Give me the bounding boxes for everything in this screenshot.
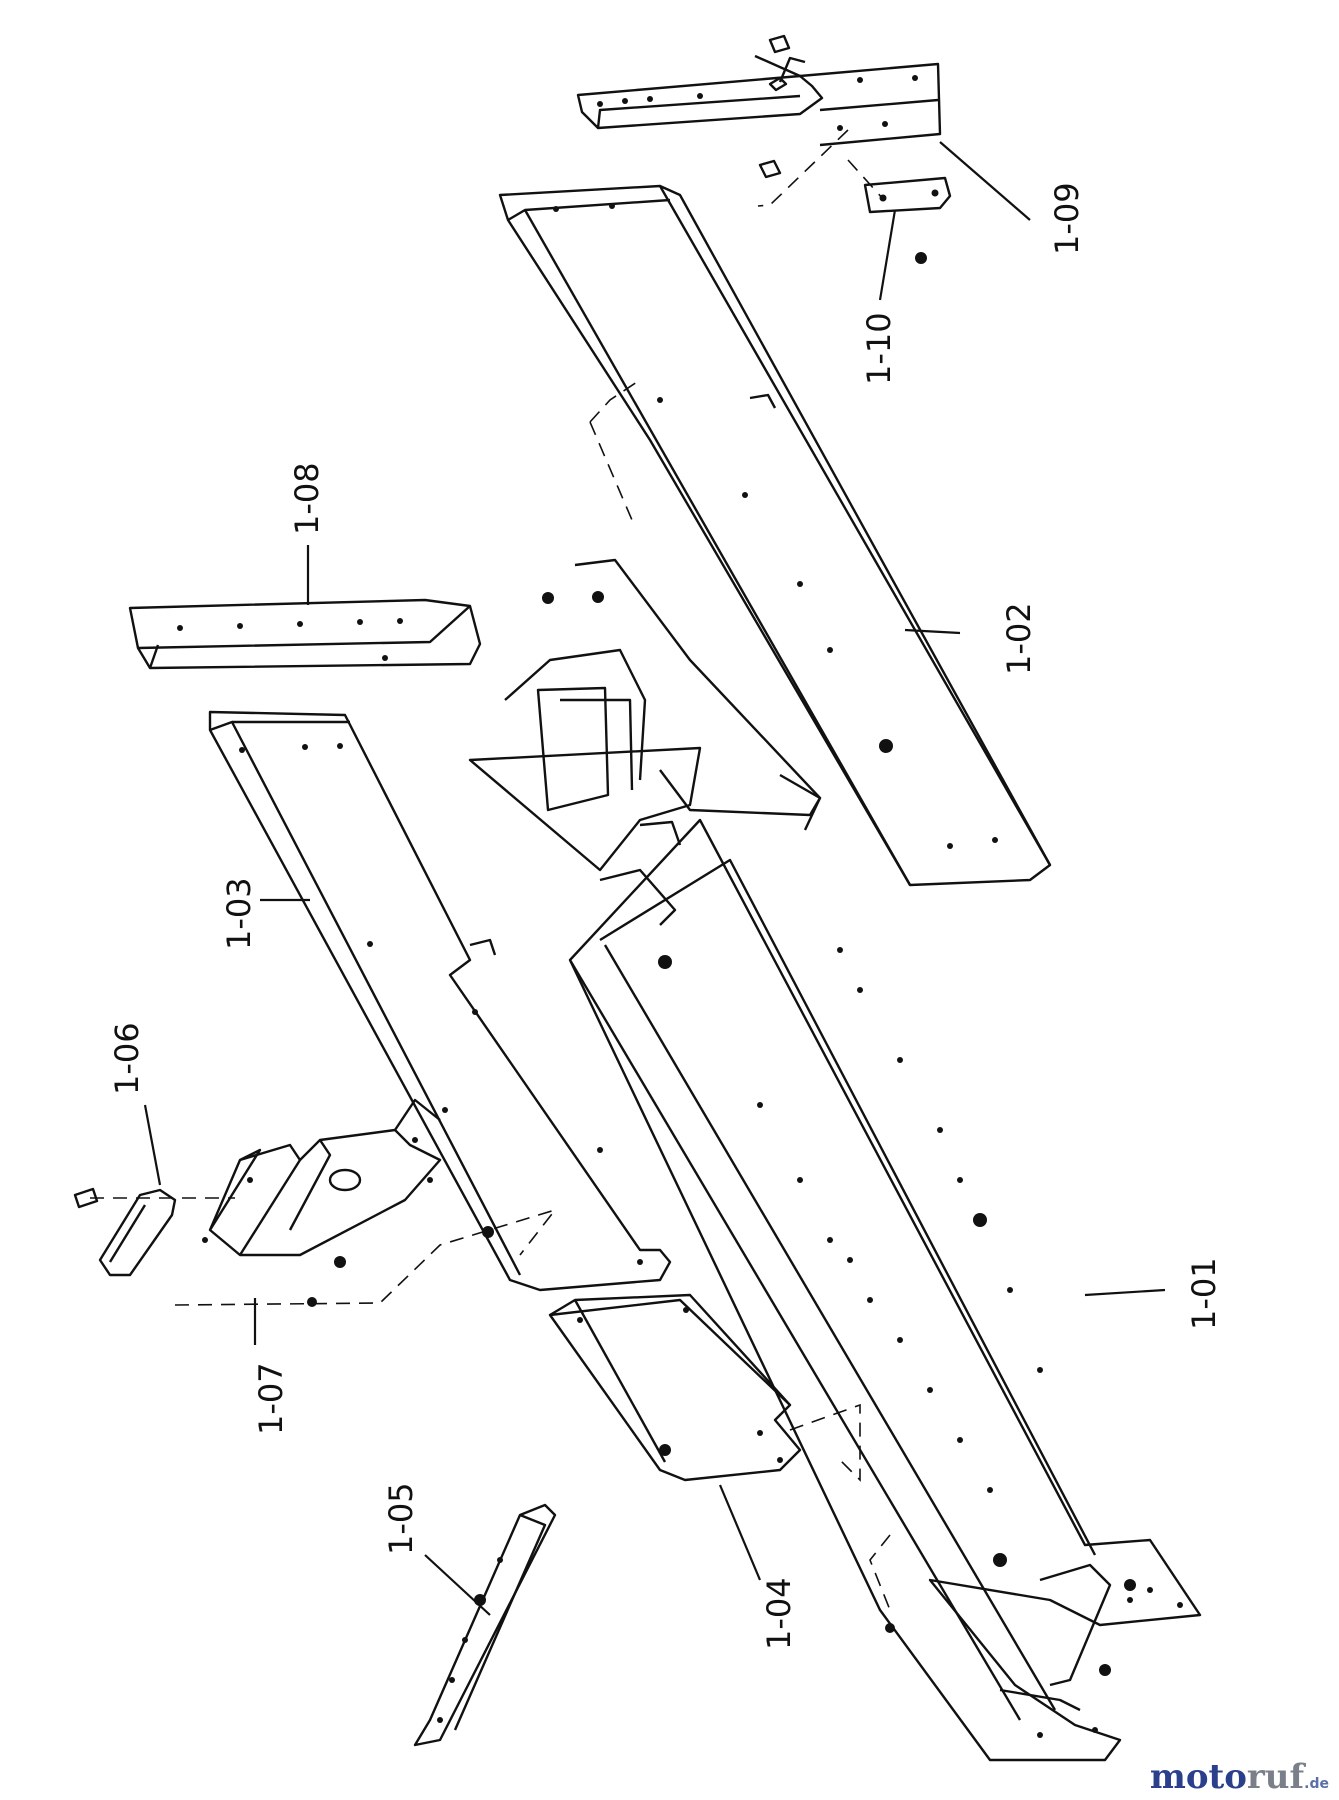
fasteners	[307, 34, 895, 1633]
assembly-line-1-07	[174, 1208, 558, 1306]
part-1-03-channel	[208, 710, 672, 1292]
label-1-07: 1-07	[252, 1362, 290, 1435]
label-1-04: 1-04	[760, 1577, 798, 1650]
leader-1-10	[878, 209, 897, 301]
assembly-line-1-02	[589, 379, 641, 521]
part-1-01-main-frame	[568, 818, 1202, 1762]
part-1-08-angle	[128, 598, 482, 670]
svg-text:motoruf.de: motoruf.de	[1150, 1757, 1329, 1797]
label-1-09: 1-09	[1048, 182, 1086, 255]
assembly-line-1-09	[757, 129, 849, 207]
part-1-04-cover	[548, 1293, 802, 1482]
label-1-05: 1-05	[382, 1482, 420, 1555]
label-1-03: 1-03	[220, 877, 258, 950]
leader-1-01	[1084, 1288, 1166, 1297]
watermark-logo: motoruf.de	[1150, 1757, 1329, 1797]
leader-1-09	[939, 141, 1031, 221]
assembly-line-1-10	[847, 159, 885, 201]
label-1-01: 1-01	[1185, 1257, 1223, 1330]
label-1-02: 1-02	[1000, 602, 1038, 675]
leader-1-04	[718, 1484, 762, 1581]
label-1-10: 1-10	[860, 312, 898, 385]
part-1-05-strap	[413, 1503, 557, 1747]
label-1-06: 1-06	[108, 1022, 146, 1095]
assembly-line-1-04	[789, 1403, 861, 1482]
part-center-crossmember	[468, 558, 822, 969]
part-1-06-clip	[73, 1187, 177, 1277]
assembly-line-1-01	[869, 1534, 891, 1611]
part-1-10-plate	[758, 159, 952, 264]
part-1-07-bracket	[202, 1098, 442, 1257]
leader-1-06	[143, 1104, 162, 1186]
watermark-ruf: ruf	[1247, 1757, 1307, 1797]
part-1-09-bracket	[576, 54, 942, 147]
watermark-moto: moto	[1150, 1757, 1247, 1797]
part-1-02-side-rail	[498, 184, 1052, 887]
label-1-08: 1-08	[288, 462, 326, 535]
watermark-domain: .de	[1304, 1776, 1329, 1792]
leader-1-02	[904, 628, 961, 635]
leader-1-05	[424, 1554, 491, 1616]
